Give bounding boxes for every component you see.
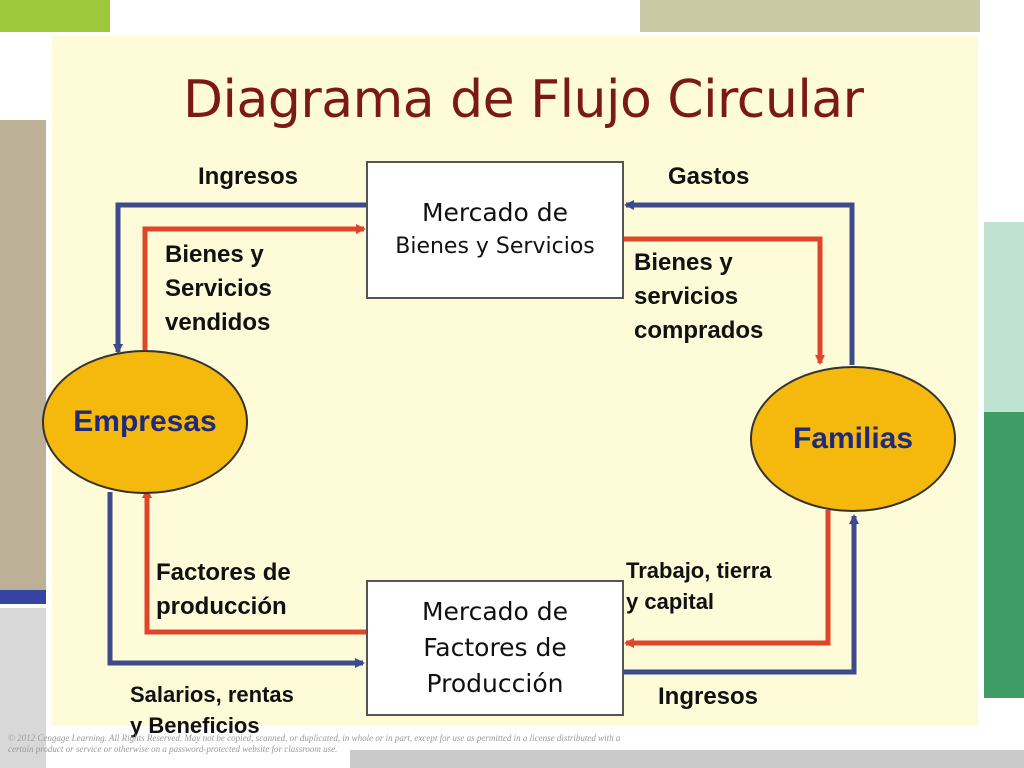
label-goods-sold-3: vendidos xyxy=(165,309,271,336)
goods-market-box: Mercado de Bienes y Servicios xyxy=(366,161,624,299)
label-labor: Trabajo, tierra y capital xyxy=(626,555,772,617)
arrow-wages xyxy=(107,492,365,668)
arrow-goods-bought xyxy=(622,236,825,365)
deco-green-right xyxy=(984,412,1024,698)
deco-brown-left xyxy=(0,120,46,590)
label-spending: Gastos xyxy=(668,163,750,190)
factor-market-box: Mercado de Factores de Producción xyxy=(366,580,624,716)
arrow-labor xyxy=(624,510,831,648)
deco-tan-top xyxy=(640,0,980,32)
label-labor-2: y capital xyxy=(626,589,715,614)
factor-market-line-1: Mercado de xyxy=(421,597,569,626)
arrow-goods-sold xyxy=(142,224,366,350)
arrow-spending xyxy=(624,200,855,365)
deco-gray-bottom xyxy=(350,750,1024,768)
label-factors: Factores de producción xyxy=(156,556,291,624)
label-wages: Salarios, rentas y Beneficios xyxy=(130,679,294,741)
label-revenue-top: Ingresos xyxy=(198,163,299,190)
firms-node: Empresas xyxy=(42,350,248,494)
label-goods-sold: Bienes y Servicios vendidos xyxy=(165,238,272,340)
label-goods-bought-2: servicios xyxy=(634,283,739,310)
label-goods-bought: Bienes y servicios comprados xyxy=(634,246,763,348)
deco-blue-left xyxy=(0,590,46,604)
goods-market-line-2: Bienes y Servicios xyxy=(395,234,595,259)
copyright-notice: © 2012 Cengage Learning. All Rights Rese… xyxy=(8,733,621,754)
label-factors-2: producción xyxy=(156,593,287,620)
label-labor-1: Trabajo, tierra xyxy=(626,558,772,583)
deco-green-top-left xyxy=(0,0,110,32)
label-goods-sold-2: Servicios xyxy=(165,275,272,302)
arrow-revenue-to-firms xyxy=(113,202,368,354)
label-wages-1: Salarios, rentas xyxy=(130,682,294,707)
arrow-factors-to-firms xyxy=(142,488,368,635)
label-factors-1: Factores de xyxy=(156,559,291,586)
factor-market-line-3: Producción xyxy=(426,669,564,698)
label-wages-2: y Beneficios xyxy=(130,713,260,738)
goods-market-line-1: Mercado de xyxy=(421,198,569,227)
factor-market-line-2: Factores de xyxy=(423,633,567,662)
households-node: Familias xyxy=(750,366,956,512)
label-goods-bought-1: Bienes y xyxy=(634,249,733,276)
label-goods-bought-3: comprados xyxy=(634,317,764,344)
label-income-bottom: Ingresos xyxy=(658,683,759,710)
diagram-title: Diagrama de Flujo Circular xyxy=(183,70,864,130)
label-goods-sold-1: Bienes y xyxy=(165,241,264,268)
deco-mint-right xyxy=(984,222,1024,412)
deco-gray-left xyxy=(0,608,46,768)
arrow-income-to-households xyxy=(622,514,859,675)
